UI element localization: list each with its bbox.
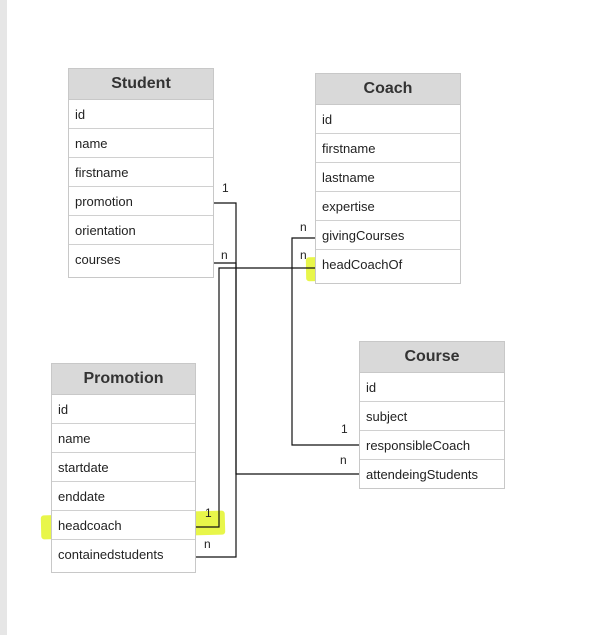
entity-title: Course bbox=[360, 342, 504, 373]
field-containedstudents[interactable]: containedstudents bbox=[58, 547, 164, 562]
entity-title: Student bbox=[69, 69, 213, 100]
field-name[interactable]: name bbox=[69, 129, 213, 158]
cardinality-label: 1 bbox=[205, 506, 212, 520]
field-expertise[interactable]: expertise bbox=[316, 192, 460, 221]
cardinality-label: 1 bbox=[341, 422, 348, 436]
cardinality-label: n bbox=[300, 248, 307, 262]
entity-title: Promotion bbox=[52, 364, 195, 395]
field-headcoach[interactable]: headcoach bbox=[52, 511, 195, 540]
field-firstname[interactable]: firstname bbox=[316, 134, 460, 163]
entity-title: Coach bbox=[316, 74, 460, 105]
field-attendeingstudents[interactable]: attendeingStudents bbox=[366, 467, 479, 482]
field-id[interactable]: id bbox=[69, 100, 213, 129]
field-enddate[interactable]: enddate bbox=[52, 482, 195, 511]
relation-coach-course bbox=[291, 237, 359, 446]
field-responsiblecoach[interactable]: responsibleCoach bbox=[360, 431, 504, 460]
cardinality-label: 1 bbox=[222, 181, 229, 195]
field-lastname[interactable]: lastname bbox=[316, 163, 460, 192]
left-edge-bar bbox=[0, 0, 7, 635]
cardinality-label: n bbox=[300, 220, 307, 234]
field-id[interactable]: id bbox=[360, 373, 504, 402]
field-firstname[interactable]: firstname bbox=[69, 158, 213, 187]
field-subject[interactable]: subject bbox=[360, 402, 504, 431]
field-startdate[interactable]: startdate bbox=[52, 453, 195, 482]
field-headcoachof[interactable]: headCoachOf bbox=[322, 257, 403, 272]
relation-student-promotion bbox=[196, 202, 237, 558]
field-givingcourses[interactable]: givingCourses bbox=[316, 221, 460, 250]
entity-course[interactable]: Course id subject responsibleCoach atten… bbox=[359, 341, 505, 489]
field-promotion[interactable]: promotion bbox=[69, 187, 213, 216]
field-courses[interactable]: courses bbox=[75, 252, 121, 267]
cardinality-label: n bbox=[221, 248, 228, 262]
entity-coach[interactable]: Coach id firstname lastname expertise gi… bbox=[315, 73, 461, 284]
field-id[interactable]: id bbox=[316, 105, 460, 134]
cardinality-label: n bbox=[340, 453, 347, 467]
field-id[interactable]: id bbox=[52, 395, 195, 424]
field-name[interactable]: name bbox=[52, 424, 195, 453]
entity-promotion[interactable]: Promotion id name startdate enddate head… bbox=[51, 363, 196, 573]
relation-student-course bbox=[214, 262, 359, 475]
field-orientation[interactable]: orientation bbox=[69, 216, 213, 245]
cardinality-label: n bbox=[204, 537, 211, 551]
entity-student[interactable]: Student id name firstname promotion orie… bbox=[68, 68, 214, 278]
relation-coach-promotion bbox=[196, 267, 315, 528]
